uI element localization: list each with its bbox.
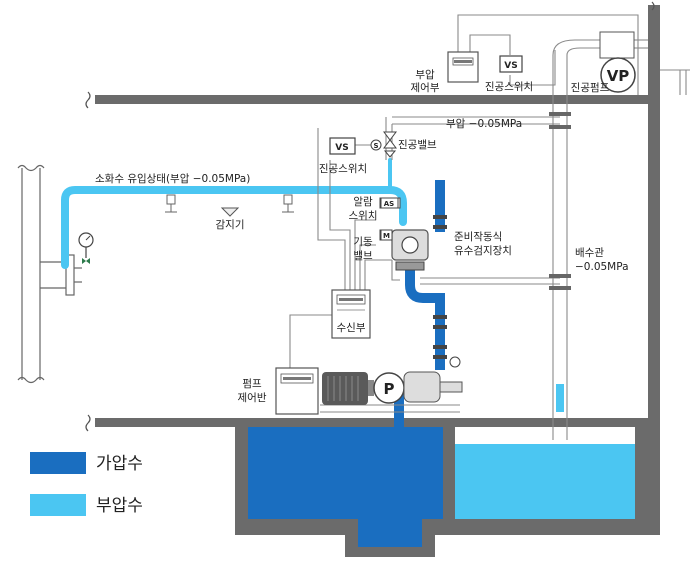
vs-switch-mid: VS: [329, 137, 356, 155]
pump-motor-assembly: P: [322, 356, 463, 405]
legend-label-pressurized: 가압수: [96, 454, 143, 474]
solenoid-valve-icon: S: [370, 139, 382, 151]
vacuum-pump: VP: [599, 31, 636, 93]
motor-valve-box: M: [380, 229, 393, 241]
detector-label: 감지기: [216, 219, 245, 231]
negative-pressure-control-unit: [447, 51, 479, 83]
main-riser: [17, 164, 82, 384]
vacuum-switch-top-label: 진공스위치: [485, 80, 533, 93]
drain-pipe-label-1: 배수관: [575, 247, 604, 259]
negative-pressure-line-label: 부압 −0.05MPa: [446, 117, 522, 130]
receiver-panel-label: 수신부: [337, 322, 366, 334]
pump-control-panel-label-1: 펌프: [242, 378, 262, 390]
alarm-switch-label-2: 스위치: [349, 209, 378, 222]
vacuum-valve-label: 진공밸브: [398, 139, 437, 151]
motor-symbol: M: [383, 232, 390, 240]
legend-swatch-pressurized: [30, 452, 86, 474]
building-structure: [95, 5, 660, 535]
control-wiring: [289, 14, 690, 440]
water-tank: [235, 427, 648, 557]
alarm-switch-box: AS: [380, 197, 399, 209]
vs-switch-top: VS: [499, 55, 523, 73]
vs-switch-top-label: VS: [504, 61, 517, 71]
vacuum-valve-icon: [383, 131, 397, 158]
pump-control-panel-label-2: 제어반: [238, 392, 267, 404]
preaction-valve-label-2: 유수검지장치: [454, 245, 512, 257]
drain-flanges: [549, 112, 571, 290]
drain-water-level: [556, 384, 564, 412]
vacuum-switch-mid-label: 진공스위치: [319, 162, 367, 175]
legend: 가압수 부압수: [30, 452, 143, 516]
receiver-panel: [331, 289, 371, 339]
alarm-switch-label-1: 알람: [353, 195, 373, 208]
diagram-labels: 부압 제어부 진공스위치 진공펌프 부압 −0.05MPa 진공밸브 진공스위치…: [95, 68, 629, 404]
vacuum-pump-symbol: VP: [607, 67, 630, 85]
solenoid-symbol: S: [373, 142, 378, 150]
motor-valve-label-2: 밸브: [353, 250, 373, 262]
drain-pipe-label-2: −0.05MPa: [575, 261, 629, 273]
negative-pressure-panel-label-2: 제어부: [411, 82, 440, 94]
detector-icon: [220, 207, 240, 217]
as-symbol: AS: [384, 200, 394, 208]
motor-valve-label-1: 기동: [353, 236, 373, 248]
pump-control-panel: [275, 367, 319, 415]
vacuum-pump-label: 진공펌프: [571, 82, 610, 94]
sprinkler-line-label: 소화수 유입상태(부압 −0.05MPa): [95, 172, 250, 185]
pressurized-water-reservoir: [248, 427, 443, 519]
legend-label-negative: 부압수: [96, 496, 143, 516]
pressure-gauge-icon: [78, 232, 94, 264]
legend-swatch-negative: [30, 494, 86, 516]
negative-pressure-reservoir: [455, 444, 635, 519]
slab-break-marks: [85, 1, 655, 432]
pump-symbol: P: [384, 380, 395, 398]
vs-switch-mid-label: VS: [335, 143, 348, 153]
sprinkler-branch-pipe: [61, 158, 407, 269]
preaction-valve-label-1: 준비작동식: [454, 231, 502, 243]
negative-pressure-panel-label-1: 부압: [415, 68, 435, 81]
sprinkler-heads: [165, 194, 294, 213]
